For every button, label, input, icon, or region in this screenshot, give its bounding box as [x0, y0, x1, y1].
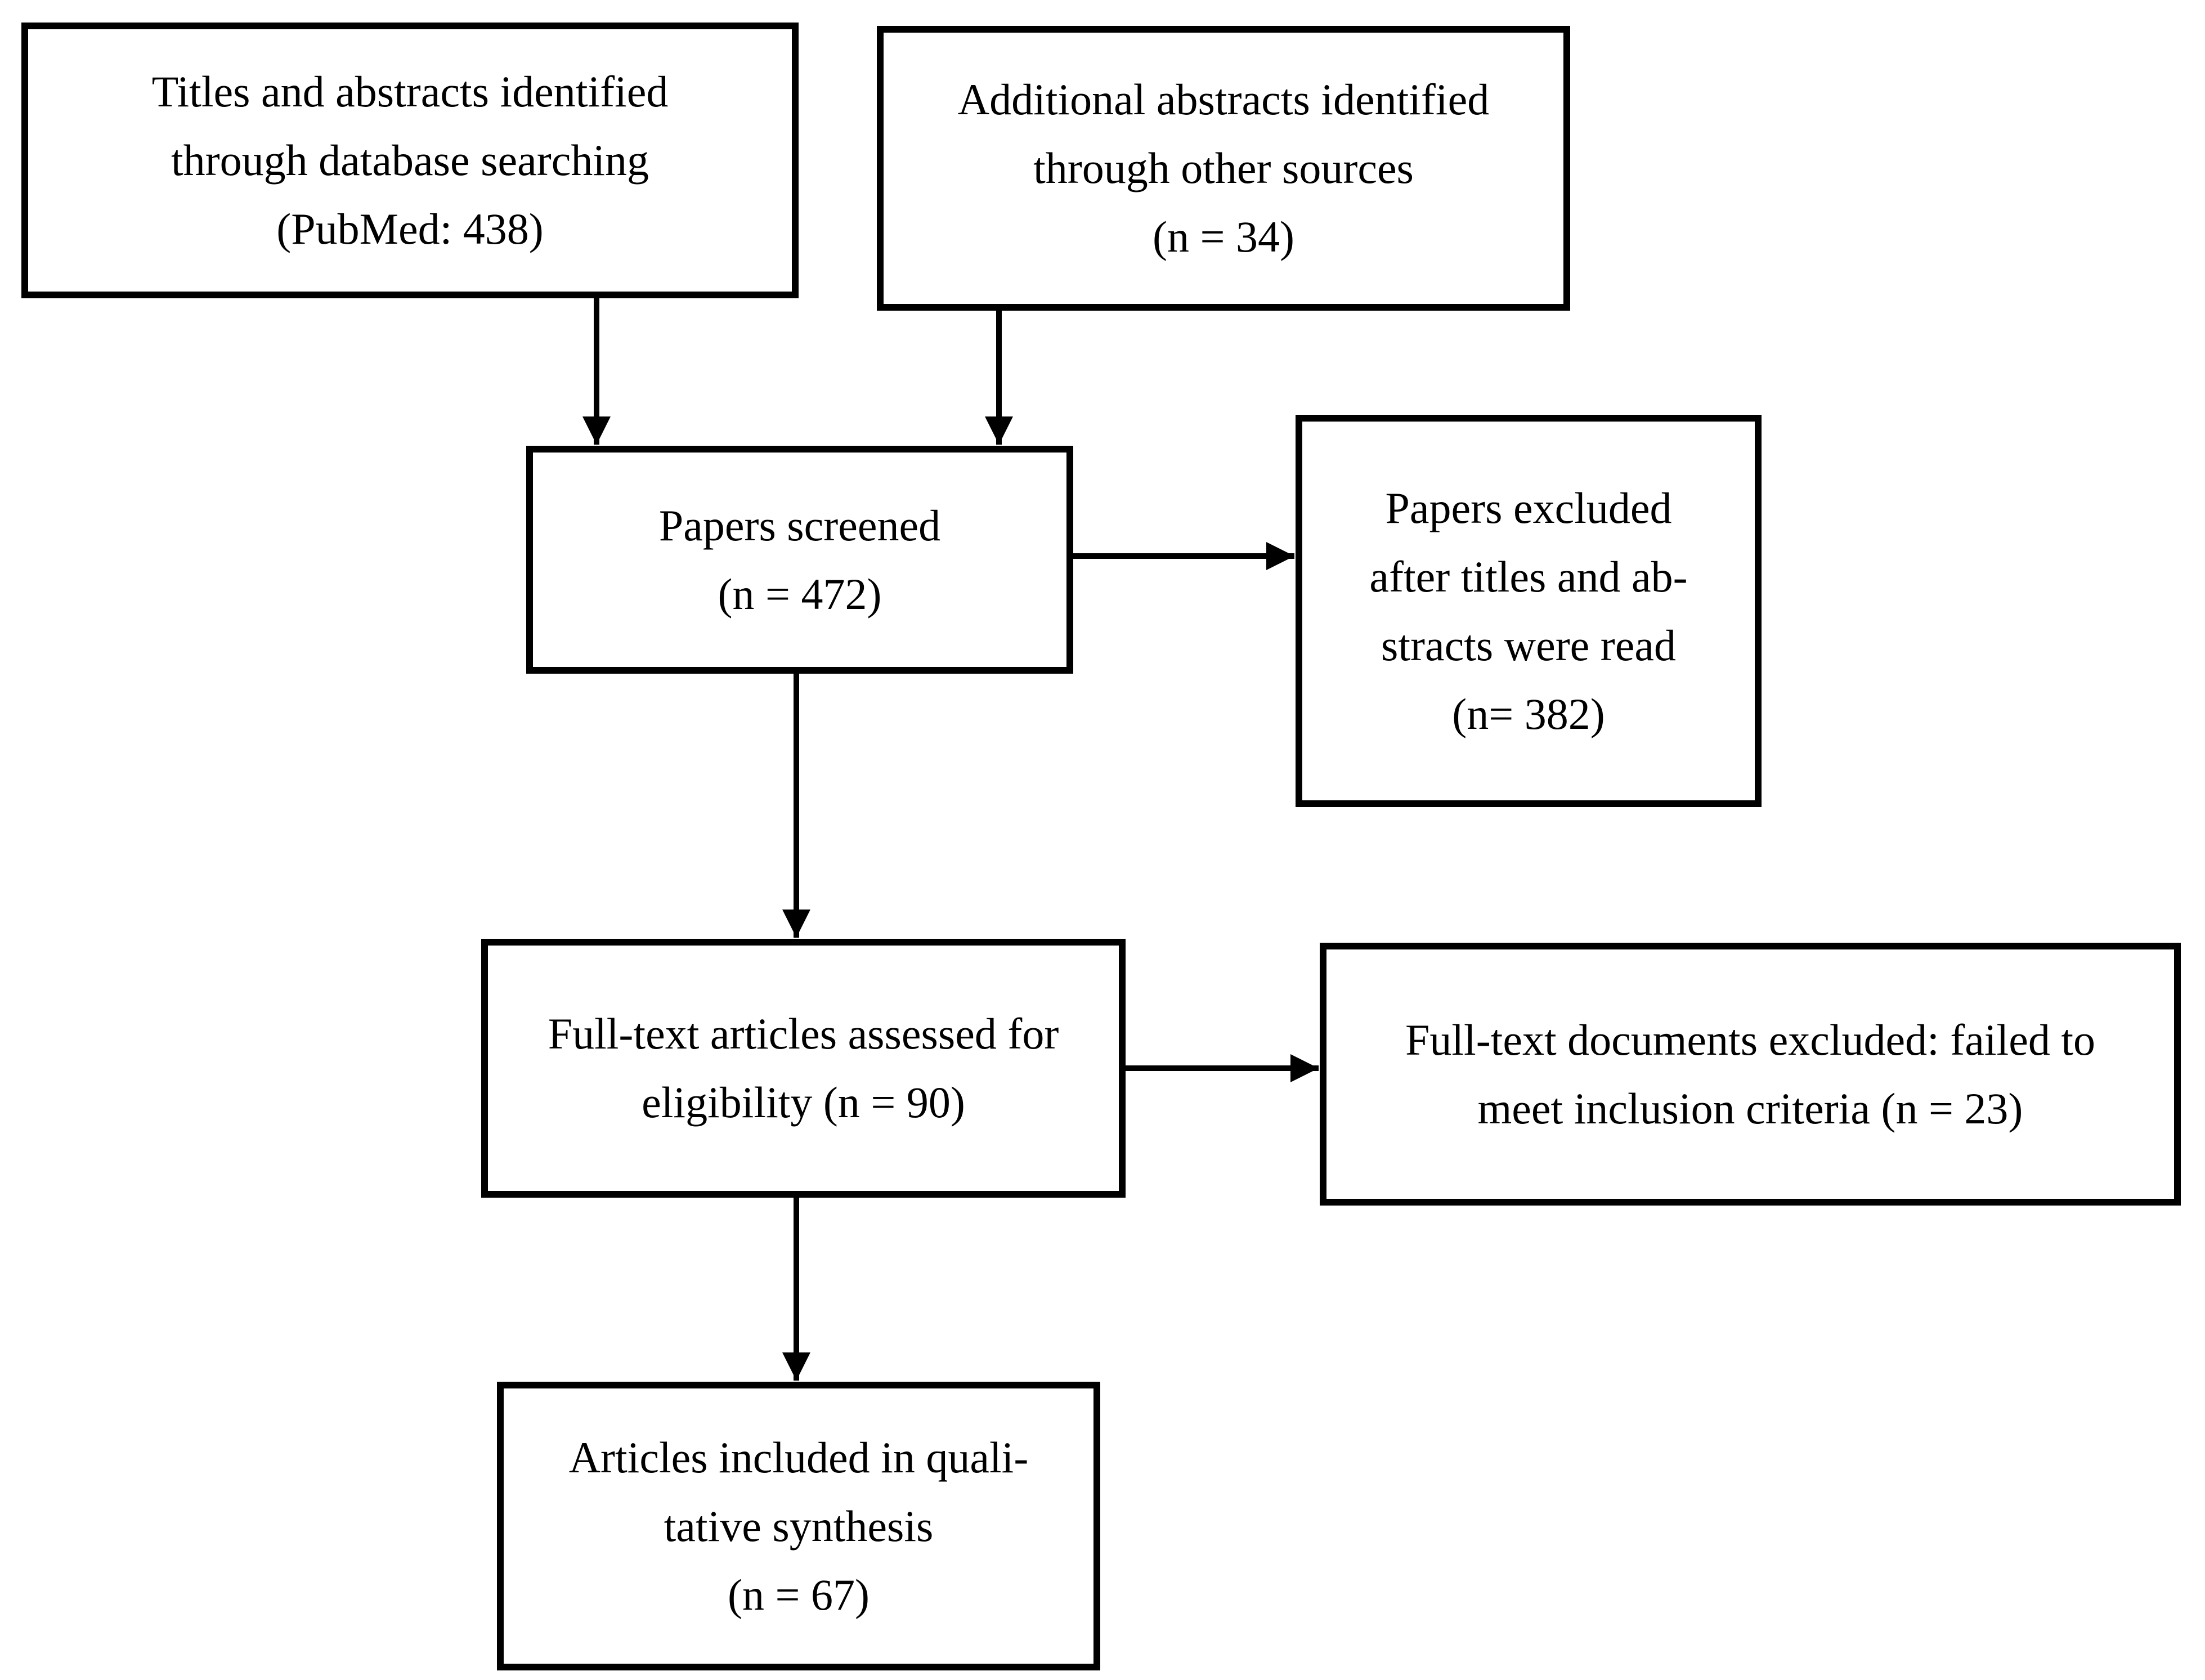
box-text-line: after titles and ab- [1369, 552, 1688, 601]
box-text-line: stracts were read [1381, 620, 1677, 670]
box-text-line: (n= 382) [1452, 689, 1605, 738]
box-text-line: Full-text documents excluded: failed to [1405, 1015, 2096, 1064]
box-text-line: through other sources [1033, 144, 1414, 192]
box-text-line: (n = 67) [728, 1570, 870, 1619]
box-papers-excluded: Papers excluded after titles and ab- str… [1296, 415, 1762, 807]
box-text-line: tative synthesis [664, 1501, 934, 1551]
box-text-line: Additional abstracts identified [957, 75, 1490, 124]
box-included-qualitative: Articles included in quali- tative synth… [497, 1382, 1100, 1670]
box-fulltext-assessed: Full-text articles assessed for eligibil… [481, 939, 1126, 1198]
box-text-line: Papers excluded [1385, 483, 1672, 532]
box-text-line: Titles and abstracts identified [151, 67, 669, 116]
box-text-line: eligibility (n = 90) [642, 1078, 965, 1127]
box-text-line: Full-text articles assessed for [548, 1009, 1059, 1058]
box-text-line: Papers screened [658, 500, 941, 550]
box-papers-screened: Papers screened (n = 472) [526, 446, 1073, 674]
box-text-line: through database searching [171, 136, 649, 185]
box-text-line: (n = 472) [718, 569, 882, 619]
box-text-line: (PubMed: 438) [276, 204, 544, 253]
box-text-line: Articles included in quali- [568, 1432, 1029, 1482]
box-identified-database: Titles and abstracts identified through … [21, 23, 799, 298]
box-identified-other-sources: Additional abstracts identified through … [877, 26, 1570, 311]
box-text-line: meet inclusion criteria (n = 23) [1477, 1083, 2023, 1133]
box-text-line: (n = 34) [1153, 212, 1294, 261]
box-fulltext-excluded: Full-text documents excluded: failed to … [1320, 943, 2181, 1206]
